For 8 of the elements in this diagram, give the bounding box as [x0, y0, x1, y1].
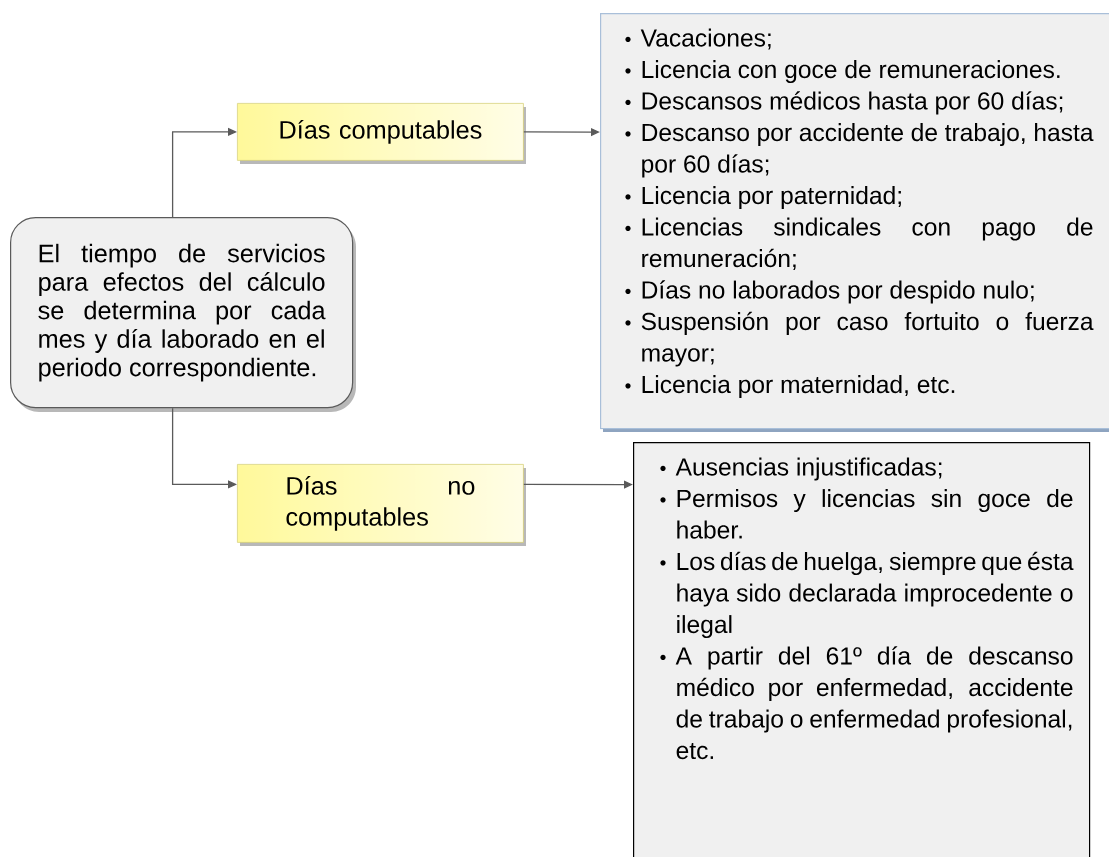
process-box: Días no computables [237, 464, 526, 546]
arrow [171, 127, 237, 218]
bullet-list-box: Vacaciones; Licencia con goce de remuneraciones. Descansos médicos hasta por 60 días; Descanso por accidente de trabajo, hasta por 60 días; Licencia por paternidad; Licencias sindicales con pago de remuneración; Días no laborados por despido nulo; Suspensión por caso fortuito o fuerza mayor; Licencia por maternidad, etc. [600, 13, 1109, 432]
arrow [171, 407, 237, 489]
rounded-box: El tiempo de servicios para efectos del cálculo se determina por cada mes y día laborado en el periodo correspondiente. [10, 217, 356, 412]
process-box: Días computables [237, 103, 526, 164]
arrow [523, 480, 633, 489]
bullet-list-box: Ausencias injustificadas; Permisos y licencias sin goce de haber. Los días de huelga, siempre que ésta haya sido declarada improcedente o ilegal A partir del 61º día de descanso médico por enfermedad, accidente de trabajo o enfermedad profesional, etc. [633, 442, 1091, 857]
